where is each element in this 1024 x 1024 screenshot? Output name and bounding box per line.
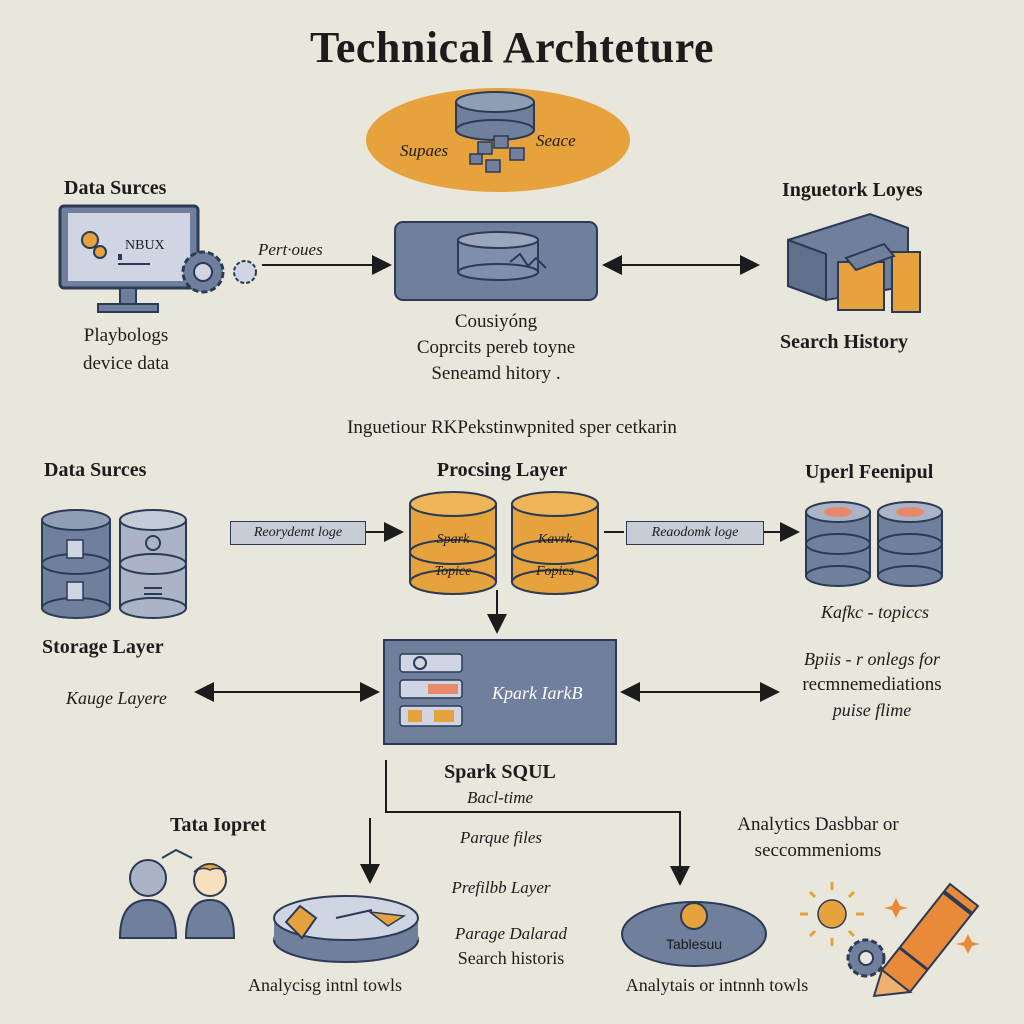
tag-left: Reorydemt loge <box>230 521 366 545</box>
right-note-1: Bpiis - r onlegs for <box>803 649 940 669</box>
dashboard-sub: Search historis <box>457 948 565 968</box>
ingestion-db-icon <box>457 231 547 281</box>
bottom-right-caption: Analytais or intnnh towls <box>625 975 809 995</box>
data-sources-db-right <box>119 509 187 619</box>
top-center-caption-2: Coprcits pereb toyne <box>416 337 576 358</box>
cloud-db-icon <box>455 91 535 173</box>
spark-sql-heading: Spark SQUL <box>444 761 556 783</box>
top-left-heading: Data Surces <box>64 177 167 199</box>
db1-label-1: Spark <box>436 532 470 547</box>
top-center-caption-3: Seneamd hitory . <box>431 363 561 384</box>
gear-icon <box>181 250 257 294</box>
kafka-topic-db <box>511 491 599 595</box>
top-arrow-label: Pert·oues <box>258 240 323 259</box>
spark-lake-panel-icons <box>399 653 463 727</box>
right-note-2: recmnemediations <box>802 674 942 695</box>
dashboard-title: Parage Dalarad <box>455 924 567 943</box>
kafka-topics-db-pair <box>805 501 943 587</box>
monitor-text: NBUX <box>125 238 165 253</box>
tag-right: Reaodomk loge <box>626 521 764 545</box>
parquet-label: Parque files <box>460 828 542 847</box>
spark-topic-db <box>409 491 497 595</box>
bottom-right-heading-1: Analytics Dasbbar or <box>737 814 899 835</box>
top-center-caption-1: Cousiyóng <box>454 311 538 332</box>
connector-spark-tableau <box>385 760 690 886</box>
gear-icon-bottom <box>846 938 886 978</box>
monitor-icon <box>58 204 200 313</box>
processing-heading: Procsing Layer <box>436 459 568 481</box>
bottom-left-caption: Analycisg intnl towls <box>248 975 402 995</box>
data-sources-db-left <box>41 509 111 619</box>
spark-sql-sub: Bacl-time <box>466 788 534 807</box>
sun-icon <box>800 882 864 946</box>
top-right-heading: Inguetork Loyes <box>782 179 923 201</box>
middle-banner: Inguetiour RKPekstinwpnited sper cetkari… <box>347 417 677 438</box>
top-right-caption: Search History <box>780 331 908 353</box>
cloud-right-label: Seace <box>536 131 576 150</box>
center-box-label: Kpark IarkB <box>492 683 583 703</box>
middle-left-heading: Data Surces <box>44 459 147 481</box>
middle-right-caption: Kafkc - topiccs <box>821 602 929 622</box>
storage-caption: Kauge Layere <box>66 688 167 708</box>
crayon-icon <box>872 882 980 998</box>
middle-right-heading: Uperl Feenipul <box>805 461 934 483</box>
top-left-caption-1: Playbologs <box>83 325 169 346</box>
people-icon <box>118 848 236 939</box>
prefill-label: Prefilbb Layer <box>451 878 551 897</box>
storage-blocks-icon <box>787 212 921 313</box>
db2-label-2: Fopics <box>535 564 575 579</box>
storage-heading: Storage Layer <box>42 636 164 658</box>
tableau-label: Tablesuu <box>665 936 723 952</box>
db1-label-2: Topice <box>434 564 472 579</box>
cloud-left-label: Supaes <box>400 141 449 160</box>
bottom-left-heading: Tata Iopret <box>170 814 267 836</box>
analysis-disc-icon <box>273 895 419 963</box>
sparkle-icon <box>884 898 980 954</box>
right-note-3: puise flime <box>832 700 912 720</box>
db2-label-1: Kavrk <box>537 532 573 547</box>
tableau-dot-icon <box>680 902 708 930</box>
diagram-title: Technical Archteture <box>310 23 714 72</box>
top-left-caption-2: device data <box>83 353 169 374</box>
bottom-right-heading-2: seccommenioms <box>754 840 882 861</box>
